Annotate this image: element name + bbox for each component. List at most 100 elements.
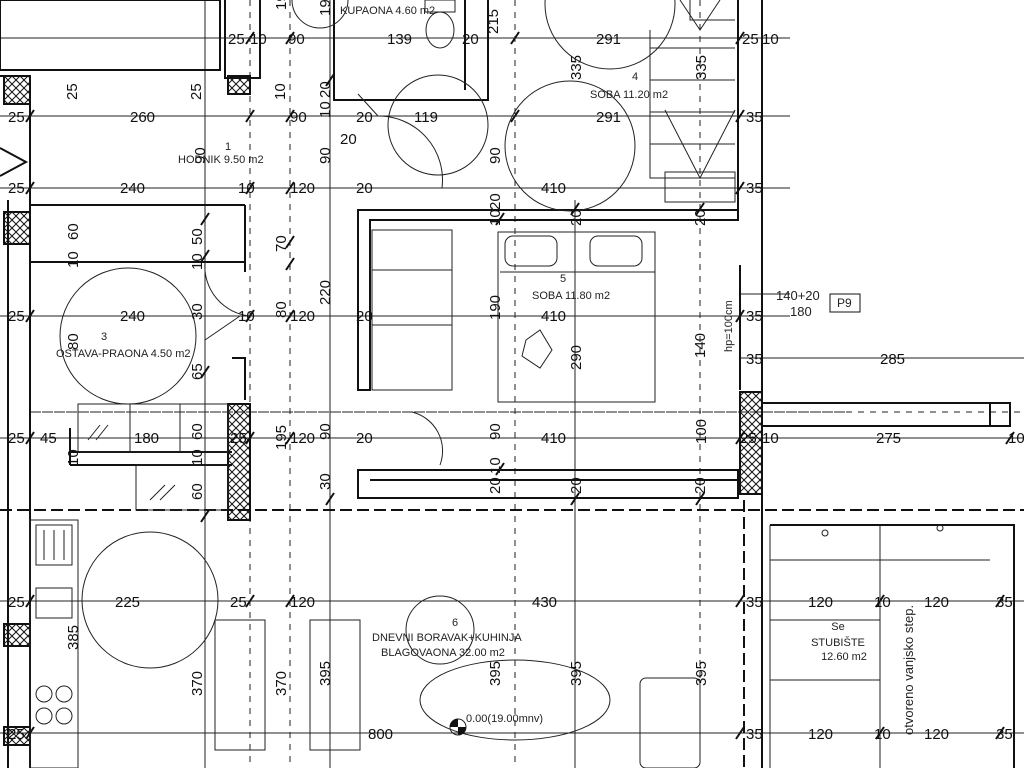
- dim-label-vertical: 90: [192, 147, 209, 164]
- dim-label: 35: [746, 109, 763, 126]
- dim-label-vertical: 190: [487, 295, 504, 320]
- dim-label: 139: [387, 31, 412, 48]
- dim-label-vertical: 20: [487, 193, 504, 210]
- dim-label-vertical: 370: [273, 671, 290, 696]
- room-code-stubiste: Se: [831, 621, 844, 633]
- room-number-3: 3: [101, 331, 107, 343]
- toilet-drawing: [424, 0, 456, 49]
- bed-drawing: [371, 229, 656, 403]
- dim-label: 240: [120, 180, 145, 197]
- dim-label-vertical: 90: [487, 147, 504, 164]
- dim-label: 10: [238, 180, 255, 197]
- dim-label-vertical: 65: [189, 363, 206, 380]
- dim-label-vertical: 370: [189, 671, 206, 696]
- dim-label-vertical: 215: [485, 9, 502, 34]
- kitchen-drawing: [29, 519, 701, 769]
- dim-label: 119: [414, 109, 438, 126]
- dim-label-vertical: 20: [692, 477, 709, 494]
- dim-label-vertical: 30: [317, 473, 334, 490]
- dim-label: 35: [746, 594, 763, 611]
- dim-label-vertical: 10: [189, 449, 206, 466]
- dim-label: 25: [8, 594, 25, 611]
- dim-label: 10: [874, 726, 891, 743]
- dim-label: 35: [746, 308, 763, 325]
- dim-label-vertical: 90: [317, 423, 334, 440]
- dim-label: 291: [596, 31, 621, 48]
- room-number-1: 1: [225, 141, 231, 153]
- dim-label: 90: [288, 31, 305, 48]
- vertical-dimension-labels: 19 215 19 335 335 25 25 10 20 10 90 90 9…: [64, 0, 710, 696]
- dim-label-vertical: 20: [487, 477, 504, 494]
- dim-label: 120: [924, 726, 949, 743]
- dim-label-vertical: 60: [189, 423, 206, 440]
- dim-label: 120: [290, 430, 315, 447]
- level-note: 0.00(19.00mnv): [466, 713, 543, 725]
- room-label-ostava-praona: OSTAVA-PRAONA 4.50 m2: [56, 348, 191, 360]
- dim-label: 275: [876, 430, 901, 447]
- annotations: 140+20 180 P9 hp=100cm 0.00(19.00mnv) ot…: [466, 288, 916, 735]
- room-label-hodnik: HODNIK 9.50 m2: [178, 154, 264, 166]
- dim-label: 90: [290, 109, 307, 126]
- dim-label: 20: [356, 180, 373, 197]
- dimension-labels: 25 10 90 139 20 291 25 10 25 260 90 20 1…: [8, 31, 1024, 743]
- storage-drawing: [77, 403, 229, 511]
- dim-label: 35: [746, 726, 763, 743]
- dim-label: 25: [8, 308, 25, 325]
- dim-label: 25: [230, 430, 247, 447]
- dim-label: 25: [742, 31, 759, 48]
- dim-label-vertical: 195: [273, 425, 290, 450]
- dim-label: 35: [746, 180, 763, 197]
- dim-label: 291: [596, 109, 621, 126]
- door-swings: [204, 93, 444, 466]
- dim-label: 120: [290, 594, 315, 611]
- dim-label-vertical: 10: [65, 449, 82, 466]
- dim-label: 120: [808, 726, 833, 743]
- dim-label: 240: [120, 308, 145, 325]
- dim-label-vertical: 10: [317, 101, 334, 118]
- dim-label: 225: [115, 594, 140, 611]
- dim-label-vertical: 25: [64, 83, 81, 100]
- structural-columns: [3, 75, 763, 746]
- room-label-dnevni-1: DNEVNI BORAVAK+KUHINJA: [372, 632, 522, 644]
- stairs-drawing: [649, 0, 990, 768]
- dim-label-vertical: 10: [189, 253, 206, 270]
- dim-label: 20: [356, 308, 373, 325]
- dim-label: 10: [762, 31, 779, 48]
- dim-label: 10: [250, 31, 267, 48]
- dim-label: 20: [340, 131, 357, 148]
- room-label-stubiste-1: STUBIŠTE: [811, 636, 865, 649]
- room-label-kupaona: KUPAONA 4.60 m2: [340, 5, 435, 17]
- dim-label: 10: [874, 594, 891, 611]
- dim-label: 120: [290, 180, 315, 197]
- room-label-stubiste-2: 12.60 m2: [821, 651, 867, 663]
- dim-label-vertical: 60: [189, 483, 206, 500]
- dim-label: 25: [8, 726, 25, 743]
- dim-label-vertical: 10: [272, 83, 289, 100]
- dim-label: 120: [808, 594, 833, 611]
- dim-label-vertical: 335: [693, 55, 710, 80]
- dim-label: 410: [541, 180, 566, 197]
- dim-label: 25: [740, 430, 757, 447]
- dim-label: 25: [230, 594, 247, 611]
- dim-label: 20: [356, 430, 373, 447]
- dim-label-vertical: 395: [693, 661, 710, 686]
- dim-label: 10: [1008, 430, 1024, 447]
- dim-label-vertical: 395: [568, 661, 585, 686]
- dim-label-vertical: 20: [568, 477, 585, 494]
- dim-label: 25: [8, 180, 25, 197]
- dim-label-vertical: 80: [273, 301, 290, 318]
- dim-label: 35: [746, 351, 763, 368]
- dim-label-vertical: 20: [568, 209, 585, 226]
- dim-label-vertical: 10: [487, 209, 504, 226]
- dim-label: 180: [134, 430, 159, 447]
- dim-label: 35: [996, 726, 1013, 743]
- dim-label: 10: [238, 308, 255, 325]
- dim-label: 25: [8, 109, 25, 126]
- outdoor-stairs-note: otvoreno vanjsko step.: [901, 605, 916, 735]
- dim-label-vertical: 385: [65, 625, 82, 650]
- dim-label-vertical: 60: [65, 223, 82, 240]
- dim-label: 410: [541, 430, 566, 447]
- room-label-soba-5: SOBA 11.80 m2: [532, 290, 610, 302]
